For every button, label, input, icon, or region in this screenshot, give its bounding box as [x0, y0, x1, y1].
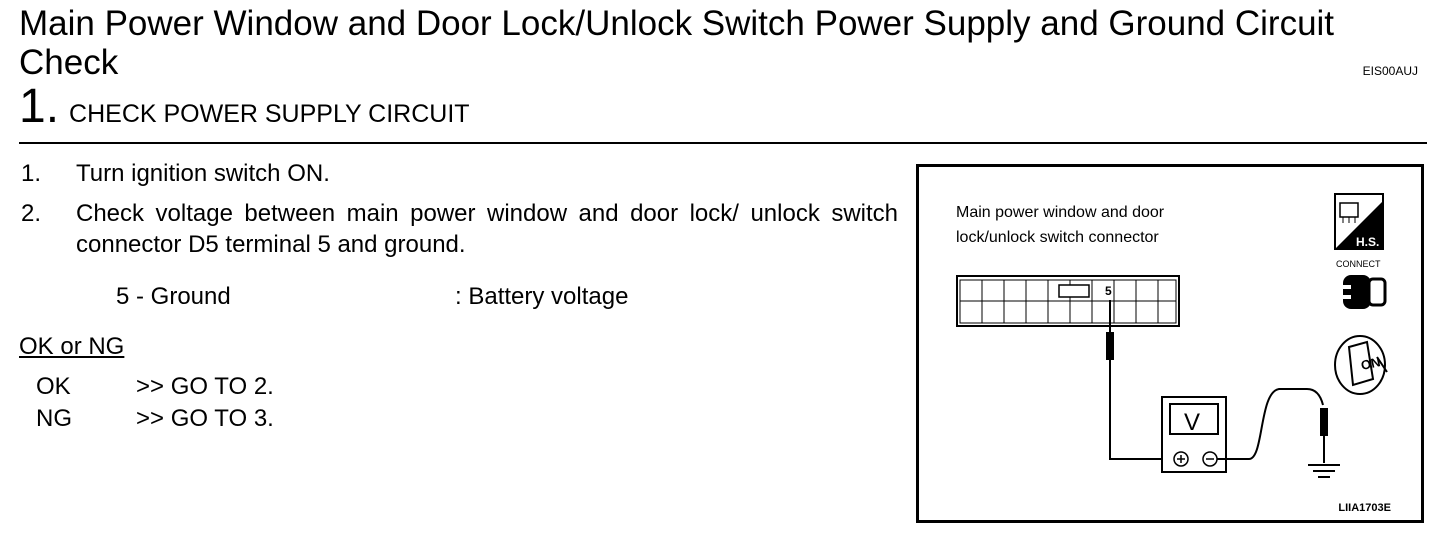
- ignition-key-icon: [1334, 335, 1388, 395]
- connector-label: Main power window and door lock/unlock s…: [956, 204, 1165, 246]
- instruction-1: 1. Turn ignition switch ON.: [21, 158, 921, 190]
- figure-code: LIIA1703E: [1338, 502, 1391, 514]
- result-action-link[interactable]: >> GO TO 2.: [136, 373, 274, 400]
- measurement-value: : Battery voltage: [455, 283, 629, 310]
- wiring-figure: 5 V: [916, 164, 1424, 523]
- step-heading: 1. CHECK POWER SUPPLY CIRCUIT: [19, 82, 470, 132]
- instruction-number: 1.: [21, 160, 42, 187]
- ok-ng-heading: OK or NG: [19, 333, 125, 360]
- step-number: 1.: [19, 80, 60, 133]
- result-key: NG: [36, 405, 72, 432]
- connect-icon: [1339, 275, 1387, 309]
- lead-wire-positive: [1109, 360, 1163, 460]
- result-key: OK: [36, 373, 71, 400]
- instruction-2: 2. Check voltage between main power wind…: [21, 198, 901, 262]
- lead-wire-negative: [1217, 388, 1324, 460]
- instruction-number: 2.: [21, 200, 42, 227]
- probe-handle-left: [1106, 332, 1114, 360]
- ground-icon: [1308, 464, 1340, 478]
- result-ng: NG >> GO TO 3.: [36, 405, 436, 435]
- connector-icon: [956, 275, 1180, 327]
- voltmeter-icon: [1161, 396, 1227, 473]
- divider: [19, 142, 1427, 144]
- meter-label: V: [1184, 409, 1200, 436]
- wiring-diagram: 5 V: [956, 193, 1388, 478]
- document-code: EIS00AUJ: [1362, 64, 1418, 78]
- result-action-link[interactable]: >> GO TO 3.: [136, 405, 274, 432]
- hs-label: H.S.: [1356, 235, 1380, 249]
- page-title: Main Power Window and Door Lock/Unlock S…: [19, 4, 1335, 82]
- instruction-text: Check voltage between main power window …: [76, 200, 898, 258]
- result-ok: OK >> GO TO 2.: [36, 373, 436, 403]
- key-on-label: ON: [1360, 354, 1382, 373]
- hs-tester-icon: [1334, 193, 1384, 250]
- instruction-text: Turn ignition switch ON.: [76, 160, 330, 187]
- step-title: CHECK POWER SUPPLY CIRCUIT: [69, 100, 470, 128]
- probe-handle-right: [1320, 408, 1328, 436]
- terminal-label: 5: [1105, 284, 1112, 298]
- measurement-terminals: 5 - Ground: [116, 283, 231, 310]
- connect-label: CONNECT: [1336, 259, 1381, 269]
